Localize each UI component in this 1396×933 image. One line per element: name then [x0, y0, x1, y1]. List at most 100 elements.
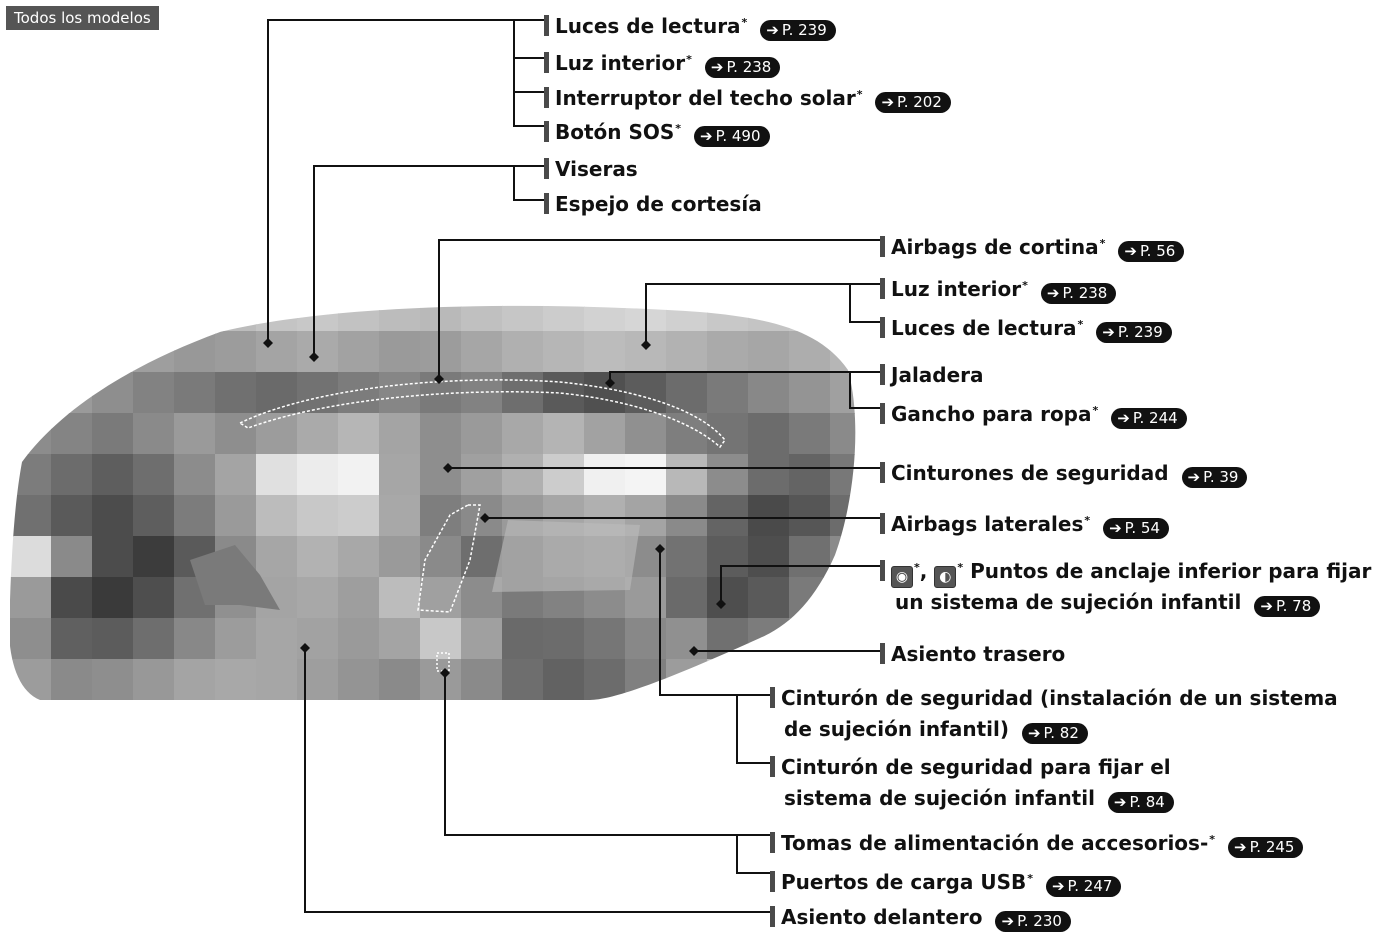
callout-anclaje: ◉*, ◐* Puntos de anclaje inferior para f… — [880, 556, 1371, 588]
mosaic-cell — [748, 331, 790, 373]
mosaic-cell — [502, 331, 544, 373]
mosaic-cell — [666, 495, 708, 537]
mosaic-cell — [297, 331, 339, 373]
mosaic-cell — [666, 577, 708, 619]
dot-cinturones — [443, 463, 453, 473]
steering-wheel — [190, 545, 280, 610]
mosaic-cell — [379, 536, 421, 578]
callout-luz-interior[interactable]: Luz interior* ➔P. 238 — [544, 48, 781, 78]
callout-cinturon-instalacion-line2[interactable]: de sujeción infantil) ➔P. 82 — [784, 717, 1088, 744]
page-ref-247[interactable]: ➔P. 247 — [1045, 875, 1122, 897]
mosaic-cell — [256, 454, 298, 496]
mosaic-cell — [174, 659, 216, 700]
callout-asiento-trasero: Asiento trasero — [880, 642, 1065, 666]
page-ref-238-b[interactable]: ➔P. 238 — [1040, 282, 1117, 304]
page-ref-39[interactable]: ➔P. 39 — [1181, 466, 1248, 488]
page-ref-490[interactable]: ➔P. 490 — [694, 125, 770, 147]
dot-luz-interior-2 — [641, 340, 651, 350]
page-ref-202[interactable]: ➔P. 202 — [875, 91, 951, 113]
mosaic-cell — [256, 536, 298, 578]
callout-tomas[interactable]: Tomas de alimentación de accesorios-* ➔P… — [770, 828, 1304, 858]
mosaic-cell — [379, 331, 421, 373]
mosaic-cell — [174, 413, 216, 455]
page-ref-244[interactable]: ➔P. 244 — [1111, 407, 1187, 429]
callout-techo-solar[interactable]: Interruptor del techo solar* ➔P. 202 — [544, 83, 951, 113]
mosaic-cell — [51, 495, 93, 537]
page-ref-78[interactable]: ➔P. 78 — [1254, 595, 1321, 617]
leader-anclaje — [720, 565, 880, 604]
mosaic-cell — [297, 536, 339, 578]
mosaic-cell — [420, 659, 462, 700]
callout-airbags-cortina[interactable]: Airbags de cortina* ➔P. 56 — [880, 232, 1185, 262]
dot-asiento-delantero — [300, 643, 310, 653]
mosaic-cell — [584, 618, 626, 660]
mosaic-cell — [174, 372, 216, 414]
page-ref-56[interactable]: ➔P. 56 — [1118, 240, 1185, 262]
callout-cinturon-fijar-line2[interactable]: sistema de sujeción infantil ➔P. 84 — [784, 786, 1174, 813]
mosaic-cell — [256, 331, 298, 373]
page-ref-238[interactable]: ➔P. 238 — [704, 56, 781, 78]
page-ref-84[interactable]: ➔P. 84 — [1107, 791, 1174, 813]
mosaic-cell — [707, 495, 749, 537]
callout-asiento-delantero[interactable]: Asiento delantero ➔P. 230 — [770, 905, 1071, 932]
callout-cinturon-instalacion: Cinturón de seguridad (instalación de un… — [770, 686, 1338, 710]
mosaic-cell — [420, 454, 462, 496]
page-ref-239[interactable]: ➔P. 239 — [760, 19, 836, 41]
callout-anclaje-line2[interactable]: un sistema de sujeción infantil ➔P. 78 — [895, 590, 1321, 617]
leader-luz-interior — [513, 20, 544, 59]
mosaic-cell — [92, 577, 134, 619]
mosaic-cell — [92, 495, 134, 537]
mosaic-cell — [256, 618, 298, 660]
page-ref-54[interactable]: ➔P. 54 — [1103, 517, 1170, 539]
mosaic-cell — [584, 454, 626, 496]
callout-cinturones[interactable]: Cinturones de seguridad ➔P. 39 — [880, 461, 1248, 488]
mosaic-cell — [461, 331, 503, 373]
mosaic-cell — [666, 536, 708, 578]
mosaic-cell — [297, 577, 339, 619]
callout-luces-lectura-2[interactable]: Luces de lectura* ➔P. 239 — [880, 313, 1172, 343]
mosaic-cell — [215, 331, 257, 373]
mosaic-cell — [256, 495, 298, 537]
leader-luces-lectura-2 — [849, 284, 880, 323]
mosaic-cell — [830, 413, 856, 455]
dot-asiento-trasero — [689, 646, 699, 656]
leader-espejo — [513, 166, 544, 201]
mosaic-cell — [256, 413, 298, 455]
mosaic-cell — [502, 454, 544, 496]
page-ref-239-b[interactable]: ➔P. 239 — [1096, 321, 1172, 343]
mosaic-cell — [215, 372, 257, 414]
callout-viseras: Viseras — [544, 157, 638, 181]
mosaic-cell — [379, 413, 421, 455]
page-ref-82[interactable]: ➔P. 82 — [1021, 722, 1088, 744]
page-ref-245[interactable]: ➔P. 245 — [1228, 836, 1304, 858]
callout-airbags-laterales[interactable]: Airbags laterales* ➔P. 54 — [880, 509, 1170, 539]
callout-gancho[interactable]: Gancho para ropa* ➔P. 244 — [880, 399, 1187, 429]
page-tag: Todos los modelos — [6, 6, 159, 30]
mosaic-cell — [133, 372, 175, 414]
mosaic-cell — [625, 413, 667, 455]
page-ref-230[interactable]: ➔P. 230 — [995, 910, 1071, 932]
mosaic-cell — [789, 536, 831, 578]
mosaic-cell — [584, 305, 626, 332]
mosaic-cell — [543, 331, 585, 373]
callout-luces-lectura[interactable]: Luces de lectura* ➔P. 239 — [544, 11, 836, 41]
mosaic-cell — [543, 659, 585, 700]
child-seat-lower-anchor-icon: ◉ — [891, 566, 913, 588]
callout-boton-sos[interactable]: Botón SOS* ➔P. 490 — [544, 117, 770, 147]
callout-puertos-usb[interactable]: Puertos de carga USB* ➔P. 247 — [770, 867, 1122, 897]
mosaic-cell — [748, 454, 790, 496]
mosaic-cell — [461, 454, 503, 496]
mosaic-cell — [748, 577, 790, 619]
mosaic-cell — [707, 372, 749, 414]
dot-tomas — [440, 668, 450, 678]
dot-airbags-cortina — [434, 374, 444, 384]
callout-luz-interior-2[interactable]: Luz interior* ➔P. 238 — [880, 274, 1117, 304]
mosaic-cell — [584, 659, 626, 700]
mosaic-cell — [420, 413, 462, 455]
mosaic-cell — [297, 495, 339, 537]
dot-anclaje — [716, 599, 726, 609]
mosaic-cell — [584, 413, 626, 455]
mosaic-cell — [51, 536, 93, 578]
mosaic-cell — [10, 618, 52, 660]
mosaic-cell — [543, 305, 585, 332]
